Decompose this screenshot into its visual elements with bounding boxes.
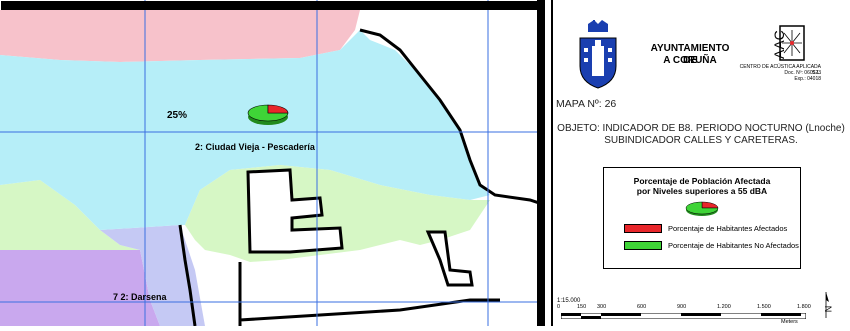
coat-of-arms-icon <box>579 20 617 89</box>
north-arrow-icon <box>825 292 829 318</box>
legend-pie-icon <box>685 201 719 216</box>
map-right-frame <box>537 0 545 326</box>
objeto-line2: SUBINDICADOR CALLES Y CARETERAS. <box>604 135 798 146</box>
scale-tick-1: 150 <box>577 304 587 310</box>
objeto-line1: OBJETO: INDICADOR DE B8. PERIODO NOCTURN… <box>557 123 845 134</box>
zone-label-darsena: 7 2: Darsena <box>113 292 168 302</box>
scale-tick-4: 900 <box>677 304 687 310</box>
scale-tick-labels: 0 150 300 600 900 1.200 1.500 1.800 <box>553 304 850 314</box>
exp-number: Exp.: 04018 <box>794 76 821 82</box>
zone-west-green[interactable] <box>0 180 140 250</box>
aac-subtitle: CENTRO DE ACÚSTICA APLICADA S.L. <box>739 64 821 76</box>
map-top-frame <box>1 1 544 10</box>
zone-darsena-lavender[interactable] <box>100 225 205 326</box>
scale-bar <box>561 313 806 319</box>
scale-unit: Meters <box>781 319 798 325</box>
port-outline <box>178 224 500 327</box>
percent-label: 25% <box>167 110 187 121</box>
legend-swatch-affected <box>624 224 662 233</box>
pie-chart-affected-population[interactable] <box>247 104 289 125</box>
scale-tick-0: 0 <box>557 304 561 310</box>
zone-label-ciudad-vieja: 2: Ciudad Vieja - Pescadería <box>195 142 316 152</box>
map-area[interactable]: 25% 2: Ciudad Vieja - Pescadería 7 2: Da… <box>0 0 546 327</box>
legend-swatch-not-affected <box>624 241 662 250</box>
scale-tick-3: 600 <box>637 304 647 310</box>
org-title-line1: AYUNTAMIENTO DE <box>650 43 730 66</box>
map-number: MAPA Nº: 26 <box>556 98 617 110</box>
map-grid <box>0 0 545 326</box>
legend-label-affected: Porcentaje de Habitantes Afectados <box>668 224 788 233</box>
scale-tick-6: 1.500 <box>757 304 771 310</box>
legend-box: Porcentaje de Población Afectada por Niv… <box>603 167 801 269</box>
north-label: N <box>823 305 834 313</box>
aac-logo-icon: AAC <box>771 25 805 61</box>
legend-item-not-affected: Porcentaje de Habitantes No Afectados <box>624 241 799 250</box>
aac-logo: AAC <box>766 24 806 62</box>
coastline <box>359 28 546 207</box>
legend-item-affected: Porcentaje de Habitantes Afectados <box>624 224 787 233</box>
pie-slice-not-affected[interactable] <box>247 104 289 122</box>
pier-right <box>425 230 474 287</box>
org-title-line2: A CORUÑA <box>663 55 717 66</box>
zone-southwest-purple[interactable] <box>0 250 160 326</box>
pie-slice-affected[interactable] <box>267 104 289 114</box>
legend-title-line1: Porcentaje de Población Afectada <box>633 176 771 186</box>
legend-label-not-affected: Porcentaje de Habitantes No Afectados <box>668 241 799 250</box>
zone-north-pink[interactable] <box>0 10 360 62</box>
scale-tick-7: 1.800 <box>797 304 811 310</box>
scale-tick-2: 300 <box>597 304 607 310</box>
aac-logo-text: AAC <box>771 30 787 59</box>
scale-ratio: 1:15.000 <box>557 298 581 304</box>
zone-ciudad-vieja-blue[interactable] <box>0 30 490 230</box>
scale-tick-5: 1.200 <box>717 304 731 310</box>
pier-structure <box>246 168 344 254</box>
doc-number: Doc. Nº: 060523 <box>784 70 821 76</box>
map-legend-panel: AYUNTAMIENTO DE A CORUÑA AAC CENTRO DE A… <box>551 0 850 326</box>
legend-title-line2: por Niveles superiores a 55 dBA <box>636 186 768 196</box>
map-canvas[interactable]: 25% 2: Ciudad Vieja - Pescadería 7 2: Da… <box>0 0 546 327</box>
